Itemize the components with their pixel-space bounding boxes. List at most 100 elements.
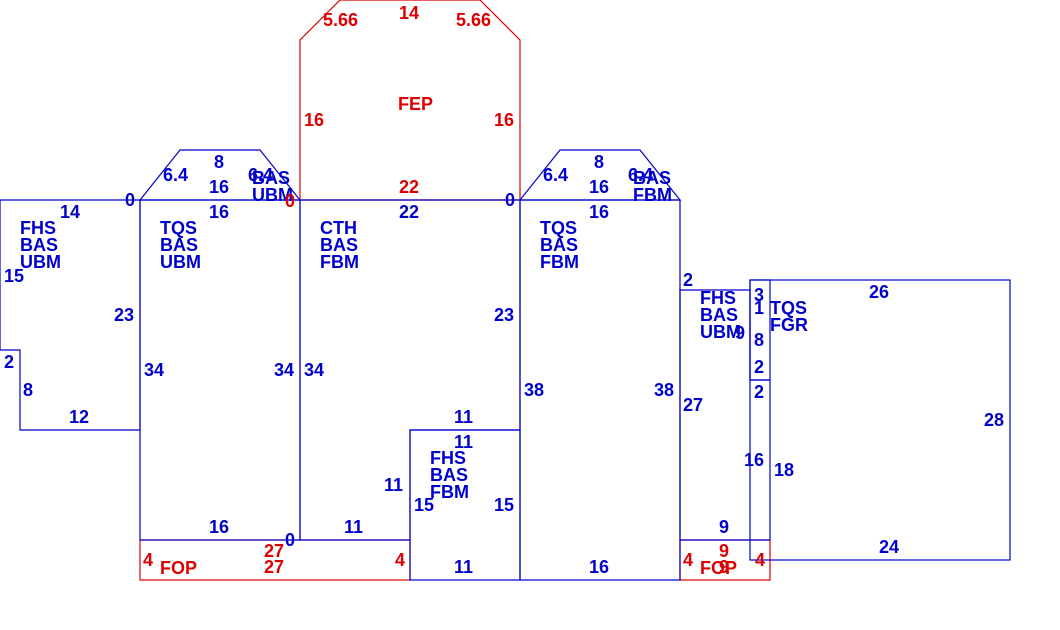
dim-fhs-right-e: 2 (754, 357, 764, 377)
svg-text:FHS: FHS (430, 448, 466, 468)
svg-text:FGR: FGR (770, 315, 808, 335)
svg-text:FBM: FBM (633, 185, 672, 205)
svg-text:FOP: FOP (160, 558, 197, 578)
tqs-left-extension-outline (138, 149, 302, 201)
dim-fhs-right-b: 1 (754, 298, 764, 318)
dim-zero-c: 0 (505, 190, 515, 210)
dim-cth-inner: 11 (384, 475, 403, 495)
svg-text:FBM: FBM (430, 482, 469, 502)
svg-text:FOP: FOP (700, 558, 737, 578)
dim-fop-right-side-r: 4 (755, 550, 765, 570)
svg-text:FBM: FBM (320, 252, 359, 272)
blue-dimensions: 14 15 2 8 12 23 0 6.4 8 16 6.4 16 34 34 … (4, 152, 1004, 577)
dim-tqs-right-side-l: 38 (524, 380, 544, 400)
dim-fhs-left-bottom: 12 (69, 407, 89, 427)
dim-fhs-bot-side-l: 15 (414, 495, 434, 515)
dim-fep-diag-left: 5.66 (323, 10, 358, 30)
svg-text:TQS: TQS (770, 298, 807, 318)
dim-fep-side-right: 16 (494, 110, 514, 130)
dim-fop-left-side-l: 4 (143, 550, 153, 570)
dim-fhs-left-right: 23 (114, 305, 134, 325)
dim-fhs-left-notch: 2 (4, 352, 14, 372)
svg-text:BAS: BAS (320, 235, 358, 255)
dim-fhs-right-f: 2 (754, 382, 764, 402)
tqs-fgr-outline (749, 279, 1011, 561)
fhs-right-label: FHS BAS UBM (700, 288, 741, 342)
dim-fgr-top: 26 (869, 282, 889, 302)
dim-cth-top: 22 (399, 202, 419, 222)
dim-fhs-right-d: 8 (754, 330, 764, 350)
dim-fgr-bottom: 24 (879, 537, 899, 557)
fep-label: FEP (398, 94, 433, 114)
dim-cth-side-l: 34 (304, 360, 324, 380)
dim-tqs-left-ext-mid: 16 (209, 177, 229, 197)
svg-text:UBM: UBM (700, 322, 741, 342)
dim-tqs-left-side-l: 34 (144, 360, 164, 380)
dim-fop-left-side-r: 4 (395, 550, 405, 570)
dim-tqs-right-bottom: 16 (589, 557, 609, 577)
svg-text:BAS: BAS (160, 235, 198, 255)
dim-tqs-left-top: 16 (209, 202, 229, 222)
dim-tqs-right-ext-mid: 16 (589, 177, 609, 197)
red-dimensions: 14 5.66 5.66 16 16 22 0 27 27 4 4 9 9 4 … (143, 3, 765, 577)
dim-fop-left-bottom: 27 (264, 557, 284, 577)
svg-text:UBM: UBM (160, 252, 201, 272)
svg-text:TQS: TQS (160, 218, 197, 238)
svg-text:BAS: BAS (20, 235, 58, 255)
svg-text:BAS: BAS (252, 168, 290, 188)
dim-tqs-right-top: 16 (589, 202, 609, 222)
dim-fhs-bot-top-b: 11 (454, 432, 473, 452)
svg-text:UBM: UBM (20, 252, 61, 272)
dim-tqs-left-diag: 6.4 (163, 165, 188, 185)
dim-bas-ubm-small: 0 (285, 191, 295, 211)
dim-zero-b: 0 (285, 530, 295, 550)
dim-fgr-side-l: 18 (774, 460, 794, 480)
svg-text:BAS: BAS (540, 235, 578, 255)
fop-right-label: FOP (700, 558, 737, 578)
tqs-left-label: TQS BAS UBM (160, 218, 201, 272)
dim-tqs-right-diag: 6.4 (543, 165, 568, 185)
fhs-bottom-label: FHS BAS FBM (430, 448, 469, 502)
dim-tqs-left-ext-top: 8 (214, 152, 224, 172)
dim-tqs-right-ext-diag: 6.4 (628, 165, 653, 185)
fhs-left-label: FHS BAS UBM (20, 218, 61, 272)
dim-fhs-right-bottom: 9 (719, 517, 729, 537)
svg-text:FHS: FHS (20, 218, 56, 238)
dim-fhs-right-c: 9 (735, 323, 745, 343)
dim-fop-right-bottom: 9 (719, 557, 729, 577)
svg-text:TQS: TQS (540, 218, 577, 238)
svg-text:FBM: FBM (540, 252, 579, 272)
tqs-fgr-label: TQS FGR (770, 298, 808, 335)
dim-fhs-right-g: 16 (744, 450, 764, 470)
tqs-right-extension-outline (518, 149, 682, 201)
dim-fhs-left-top: 14 (60, 202, 80, 222)
cth-label: CTH BAS FBM (320, 218, 359, 272)
dim-fhs-bot-top-a: 11 (454, 407, 473, 427)
fop-left-label: FOP (160, 558, 197, 578)
dim-fhs-left-lower: 8 (23, 380, 33, 400)
svg-text:BAS: BAS (633, 168, 671, 188)
dim-fop-right-side-l: 4 (683, 550, 693, 570)
dim-fep-diag-right: 5.66 (456, 10, 491, 30)
fhs-right-notch-outline (749, 279, 771, 381)
dim-tqs-right-ext-top: 8 (594, 152, 604, 172)
dim-fep-top: 14 (399, 3, 419, 23)
dim-fhs-bot-side-r: 15 (494, 495, 514, 515)
dim-cth-side-r: 23 (494, 305, 514, 325)
svg-text:FHS: FHS (700, 288, 736, 308)
dim-fop-right-top: 9 (719, 541, 729, 561)
dim-fhs-right-side: 27 (683, 395, 703, 415)
dim-fhs-right-top: 2 (683, 270, 693, 290)
bas-fbm-small-label: BAS FBM (633, 168, 672, 205)
svg-text:BAS: BAS (700, 305, 738, 325)
dim-fhs-right-a: 3 (754, 285, 764, 305)
dim-fgr-side-r: 28 (984, 410, 1004, 430)
dim-fhs-left-side: 15 (4, 266, 24, 286)
dim-cth-bottom: 11 (344, 517, 363, 537)
dim-zero-a: 0 (125, 190, 135, 210)
dim-fep-side-left: 16 (304, 110, 324, 130)
dim-tqs-left-ext-diag: 6.4 (248, 165, 273, 185)
dim-tqs-left-bottom: 16 (209, 517, 229, 537)
svg-text:BAS: BAS (430, 465, 468, 485)
